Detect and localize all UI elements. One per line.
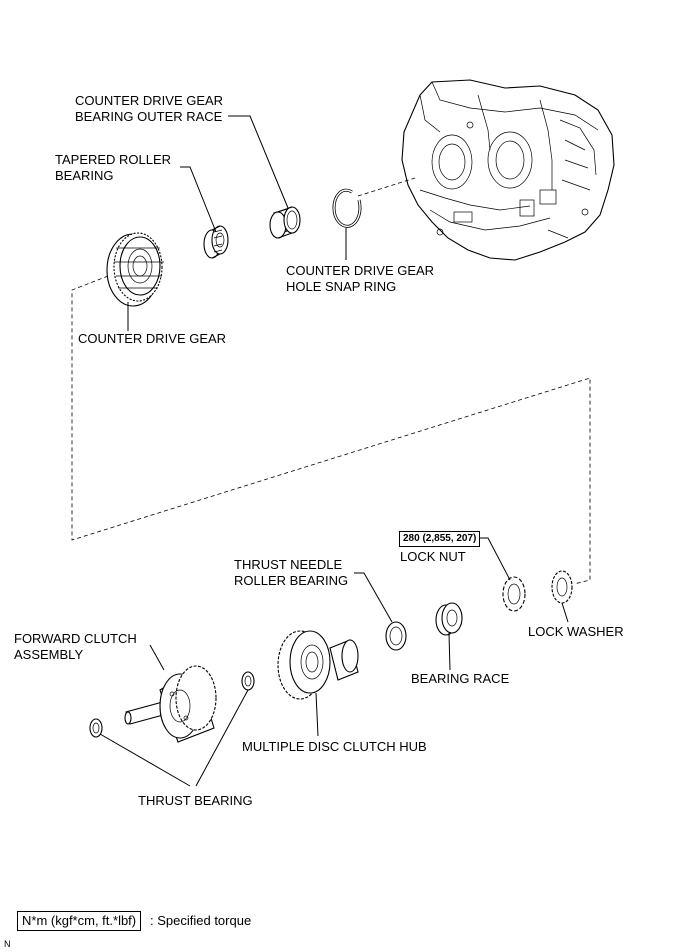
thrust-needle-bearing-artwork	[385, 621, 407, 651]
leader-lines	[99, 115, 569, 787]
outer-race-artwork	[269, 206, 301, 239]
clutch-hub-artwork	[277, 630, 359, 700]
thrust-bearing-right-artwork	[241, 671, 255, 691]
label-bearing-race: BEARING RACE	[411, 671, 510, 686]
thrust-bearing-left-artwork	[89, 718, 103, 738]
lock-washer-artwork	[551, 570, 573, 604]
forward-clutch-artwork	[124, 665, 217, 743]
assembly-dashed-lines	[71, 177, 591, 585]
label-thrust-needle-roller-bearing: THRUST NEEDLE ROLLER BEARING	[234, 557, 349, 588]
counter-drive-gear-artwork	[106, 232, 164, 307]
label-thrust-bearing: THRUST BEARING	[138, 793, 253, 808]
bearing-race-artwork	[435, 602, 463, 636]
transaxle-case	[401, 79, 615, 261]
legend-description: : Specified torque	[150, 913, 252, 928]
corner-mark: N	[4, 939, 11, 949]
label-lock-nut: LOCK NUT	[400, 549, 466, 564]
label-bearing-outer-race: COUNTER DRIVE GEAR BEARING OUTER RACE	[75, 93, 224, 124]
legend-torque-unit: N*m (kgf*cm, ft.*lbf)	[17, 911, 142, 931]
label-counter-drive-gear: COUNTER DRIVE GEAR	[78, 331, 227, 346]
tapered-roller-bearing-artwork	[203, 225, 229, 259]
lock-nut-artwork	[502, 576, 526, 612]
label-tapered-roller-bearing: TAPERED ROLLER BEARING	[55, 152, 172, 183]
torque-value-lock-nut: 280 (2,855, 207)	[399, 531, 481, 547]
label-multiple-disc-clutch-hub: MULTIPLE DISC CLUTCH HUB	[242, 739, 427, 754]
snap-ring-artwork	[332, 188, 362, 228]
label-lock-washer: LOCK WASHER	[528, 624, 624, 639]
label-hole-snap-ring: COUNTER DRIVE GEAR HOLE SNAP RING	[286, 263, 435, 294]
label-forward-clutch-assembly: FORWARD CLUTCH ASSEMBLY	[14, 631, 137, 662]
